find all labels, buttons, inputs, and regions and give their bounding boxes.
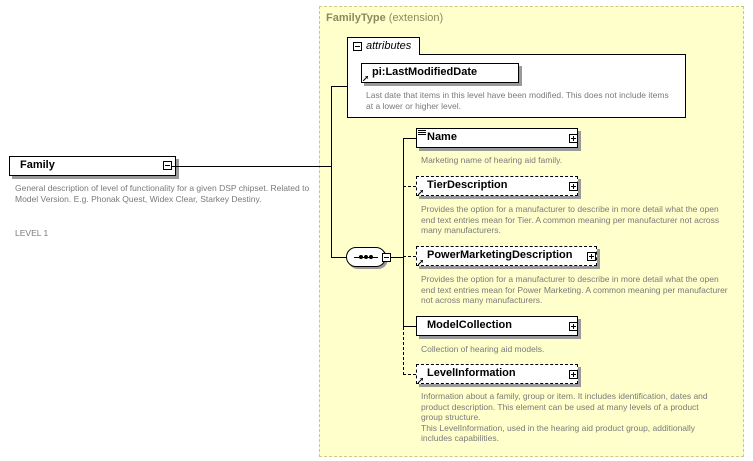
element-label: PowerMarketingDescription	[427, 249, 573, 261]
collapse-icon[interactable]	[353, 42, 362, 51]
complex-type-kind: (extension)	[388, 12, 444, 24]
element-tier-description[interactable]: TierDescription	[416, 176, 578, 196]
element-model-collection[interactable]: ModelCollection	[416, 316, 578, 336]
element-name[interactable]: Name	[416, 128, 578, 148]
element-description: Collection of hearing aid models.	[421, 344, 545, 354]
connector	[331, 86, 332, 258]
connector	[403, 256, 416, 257]
connector	[403, 138, 416, 139]
complex-type-name: FamilyType	[326, 12, 386, 24]
connector	[403, 326, 416, 327]
element-label: ModelCollection	[427, 319, 512, 331]
reference-arrow-icon	[418, 260, 423, 265]
expand-icon[interactable]	[587, 252, 596, 261]
complex-type-title: FamilyType (extension)	[326, 12, 443, 24]
element-description: Marketing name of hearing aid family.	[421, 155, 563, 165]
connector	[331, 257, 348, 258]
expand-icon[interactable]	[569, 370, 578, 379]
attributes-tab[interactable]: attributes	[347, 37, 420, 55]
expand-icon[interactable]	[569, 134, 578, 143]
attributes-label: attributes	[366, 40, 412, 52]
reference-arrow-icon	[363, 76, 368, 81]
connector	[403, 186, 416, 187]
connector	[403, 374, 416, 375]
element-label: LevelInformation	[427, 367, 516, 379]
collapse-icon[interactable]	[163, 161, 172, 170]
expand-icon[interactable]	[569, 182, 578, 191]
root-element-family[interactable]: Family	[9, 156, 176, 176]
element-label: Name	[427, 131, 457, 143]
connector	[403, 257, 404, 327]
collapse-icon[interactable]	[382, 253, 391, 262]
reference-arrow-icon	[418, 190, 423, 195]
root-level: LEVEL 1	[15, 228, 49, 238]
connector	[391, 257, 403, 258]
attribute-last-modified-date[interactable]: pi:LastModifiedDate	[361, 63, 519, 83]
attribute-label: pi:LastModifiedDate	[372, 66, 478, 78]
element-power-marketing-description[interactable]: PowerMarketingDescription	[416, 246, 597, 266]
connector	[172, 166, 331, 167]
element-description: Provides the option for a manufacturer t…	[421, 204, 720, 235]
element-level-information[interactable]: LevelInformation	[416, 364, 578, 384]
connector	[403, 327, 404, 375]
root-label: Family	[20, 159, 55, 171]
attribute-description: Last date that items in this level have …	[366, 90, 669, 111]
connector	[403, 186, 404, 257]
expand-icon[interactable]	[569, 322, 578, 331]
reference-arrow-icon	[418, 378, 423, 383]
sequence-compositor[interactable]	[346, 247, 386, 267]
element-label: TierDescription	[427, 179, 508, 191]
root-description: General description of level of function…	[15, 183, 310, 204]
element-description: Information about a family, group or ite…	[421, 391, 708, 443]
connector	[331, 86, 347, 87]
element-description: Provides the option for a manufacturer t…	[421, 274, 728, 305]
